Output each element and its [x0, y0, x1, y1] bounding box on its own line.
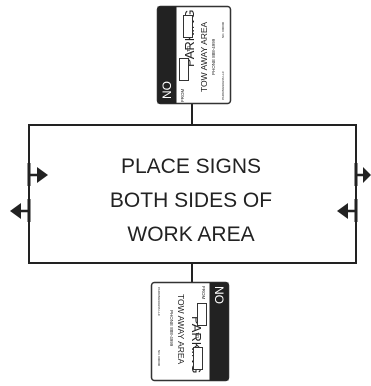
bottom-sign-phone: PHONE 888-4999 — [169, 310, 174, 347]
top-sign-maker: PARKINGSIGNS LLC — [221, 70, 225, 100]
bottom-sign-no: NO — [212, 286, 226, 304]
top-sign-phone: PHONE 888-4999 — [211, 38, 216, 75]
top-parking-sign: NO PARKING FROM TO TOW AWAY AREA PHONE 8… — [156, 5, 232, 105]
bottom-sign-from-box — [197, 303, 207, 326]
top-sign-from-box — [179, 58, 189, 81]
top-sign-to-box — [183, 15, 193, 38]
bottom-sign-to-box — [193, 347, 203, 370]
bottom-sign-to: TO — [195, 332, 200, 339]
left-upper-arrow-icon — [27, 163, 48, 186]
instruction-line-1: PLACE SIGNS — [121, 155, 261, 178]
top-sign-serial: NO. 000000 — [221, 21, 225, 38]
bottom-sign-serial: NO. 000000 — [157, 350, 161, 367]
top-sign-to: TO — [186, 45, 191, 52]
bottom-parking-sign: NO PARKING FROM TO TOW AWAY AREA PHONE 8… — [150, 281, 230, 382]
instruction-line-2: BOTH SIDES OF — [110, 189, 272, 212]
top-sign-from: FROM — [180, 89, 185, 102]
bottom-sign-maker: PARKINGSIGNS LLC — [157, 287, 161, 317]
top-sign-no: NO — [160, 81, 174, 99]
instruction-line-3: WORK AREA — [127, 223, 254, 246]
right-upper-arrow-icon — [354, 163, 371, 186]
right-lower-arrow-icon — [337, 199, 358, 222]
left-lower-arrow-icon — [10, 199, 31, 222]
bottom-sign-from: FROM — [201, 286, 206, 299]
work-area-box — [28, 124, 357, 264]
bottom-sign-tow-away: TOW AWAY AREA — [176, 294, 186, 365]
top-sign-tow-away: TOW AWAY AREA — [199, 21, 209, 92]
